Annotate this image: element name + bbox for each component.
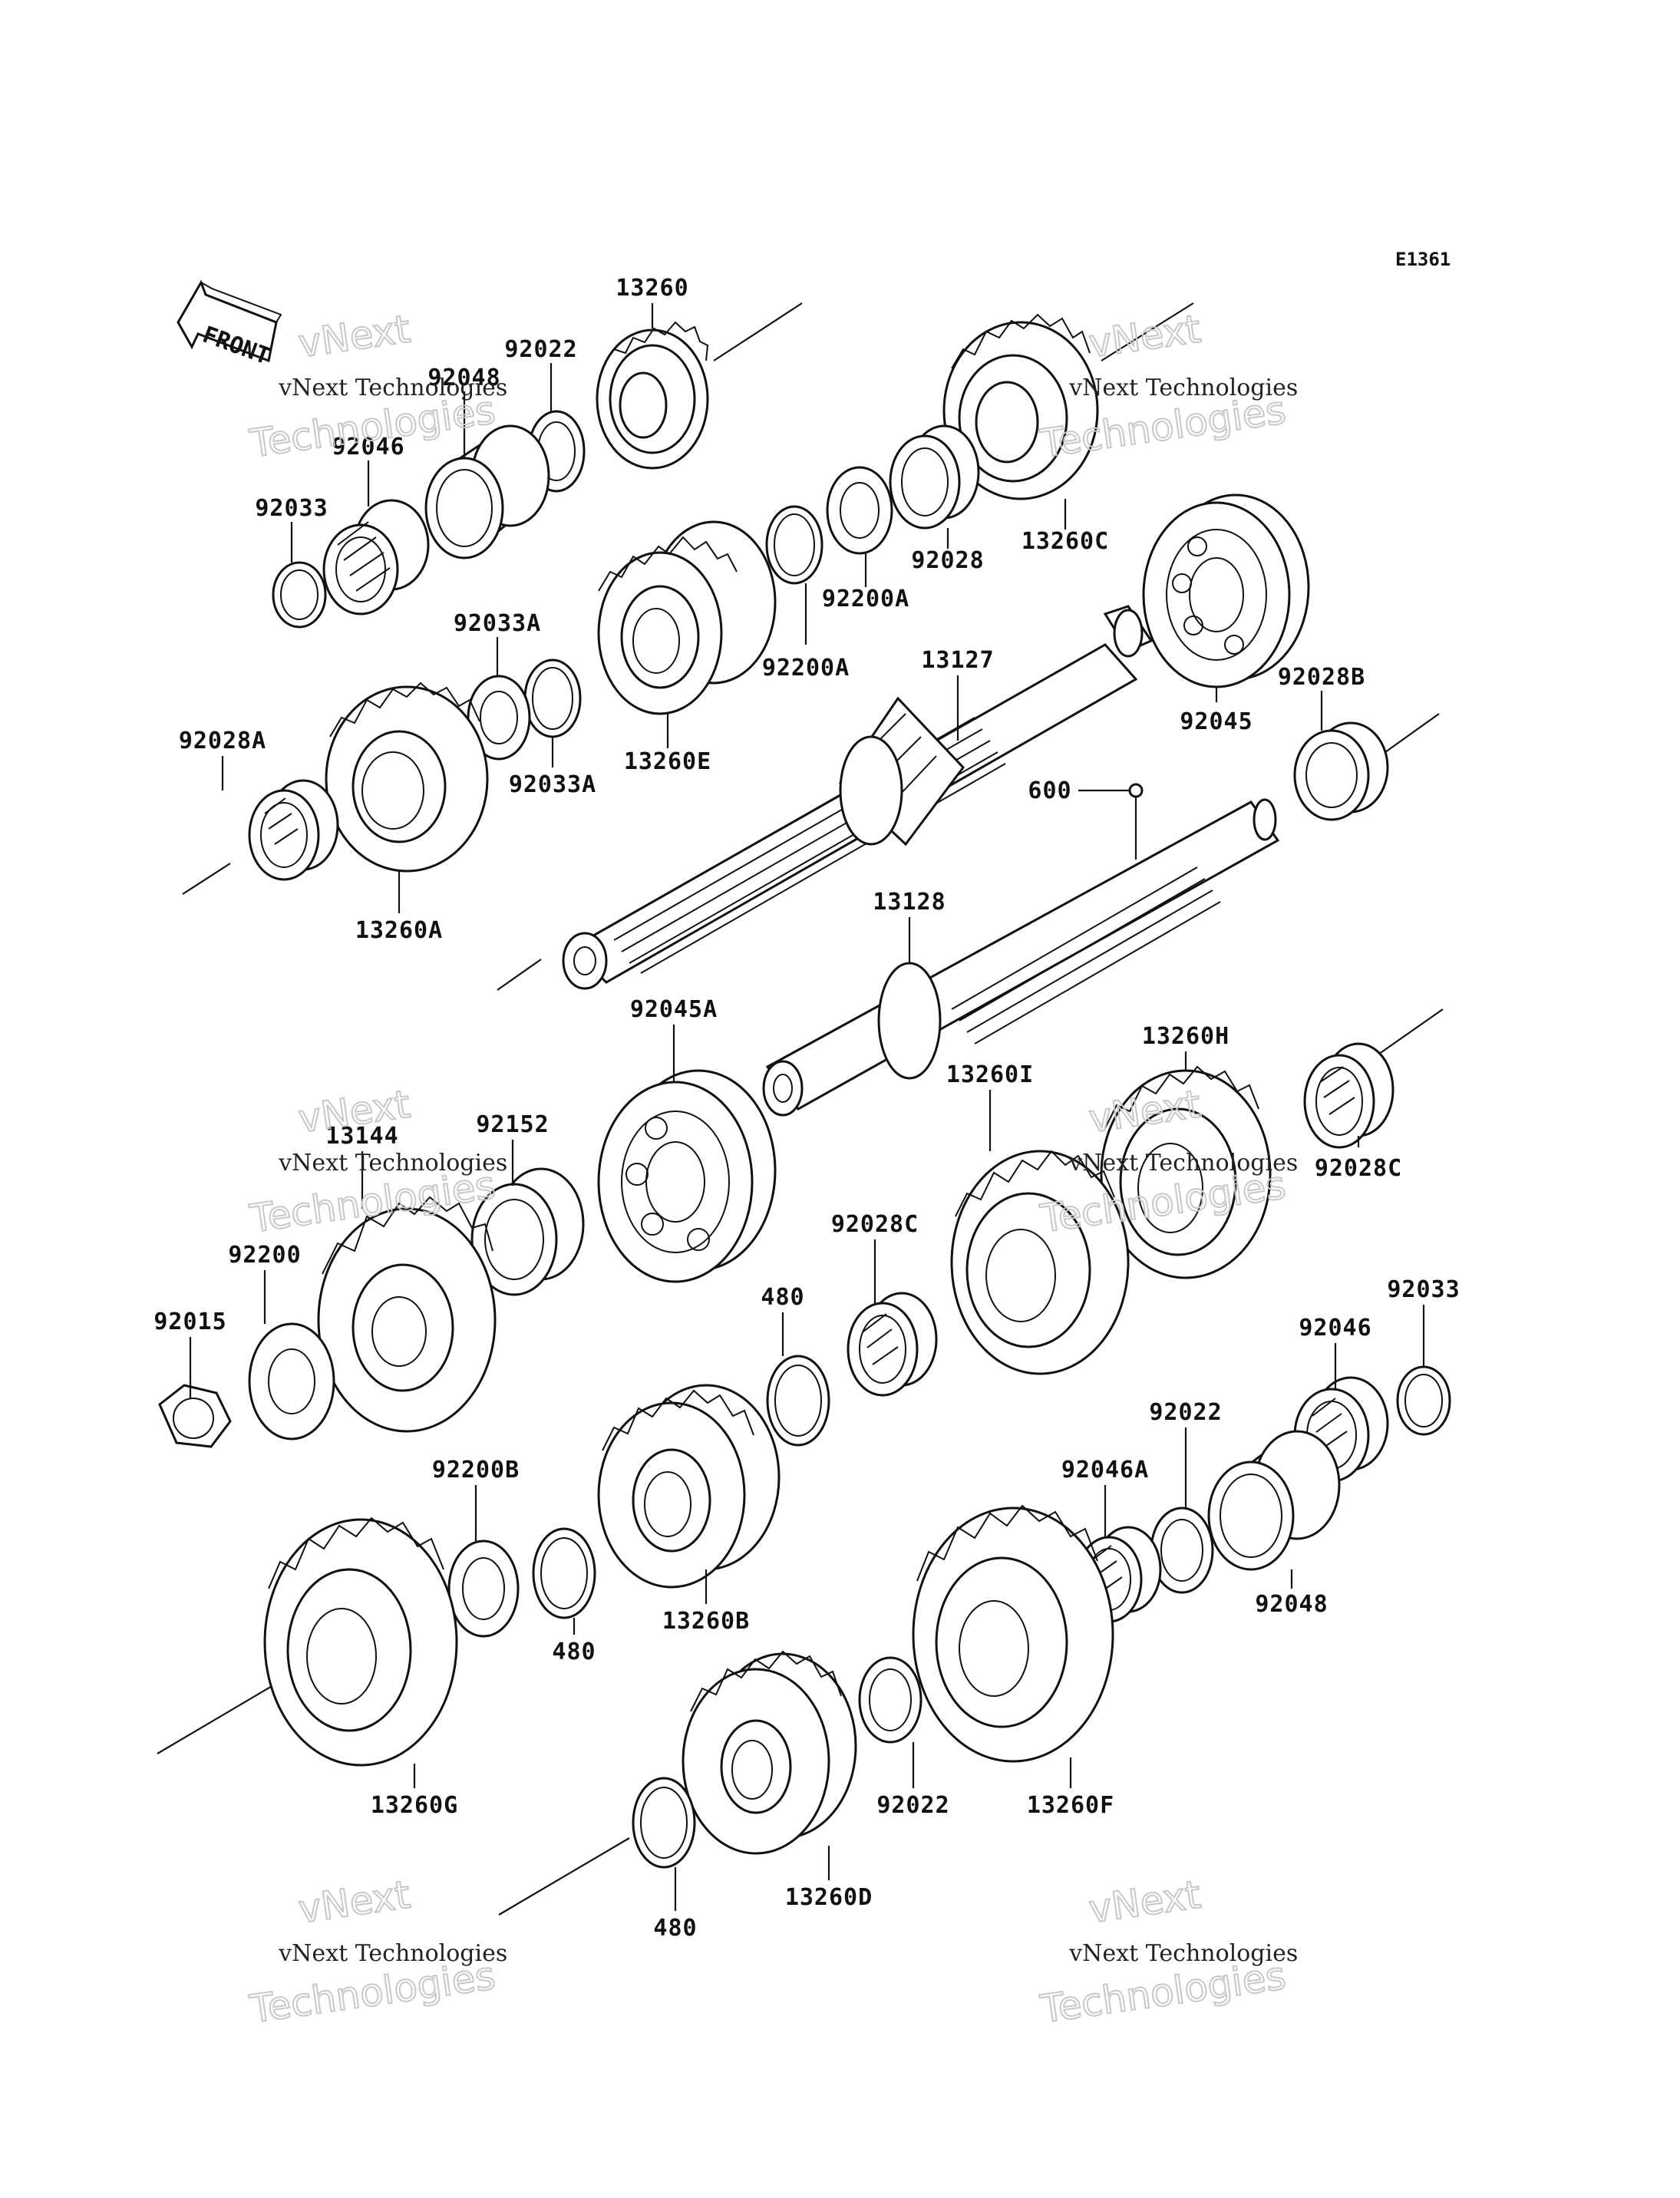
part-label: 92022	[876, 1792, 949, 1819]
part-label: 13260	[616, 275, 688, 302]
part-label: 13260B	[662, 1608, 750, 1635]
part-label: 92028C	[1315, 1155, 1402, 1182]
splined-washer-92200b	[447, 1540, 520, 1638]
gear-13260b	[597, 1384, 781, 1589]
part-label: 92028C	[831, 1211, 919, 1238]
part-label: 92028B	[1278, 664, 1365, 691]
part-label: 13260E	[624, 748, 711, 775]
ball-bearing-92045a	[597, 1069, 777, 1283]
circlip-92033a-right	[765, 505, 823, 585]
lock-washer-92200	[248, 1322, 335, 1441]
part-label: 13127	[921, 647, 994, 674]
circlip-480-middle	[766, 1355, 830, 1447]
circlip-92033-right	[1396, 1365, 1451, 1436]
needle-bearing-92028c-middle	[847, 1292, 938, 1397]
part-label: 13260H	[1142, 1023, 1229, 1050]
circlip-480-bottom	[632, 1777, 696, 1869]
part-labels: 13260 92022 92048 92046 92033 13260C 920…	[153, 275, 1460, 1942]
watermark-bottom-left: vNext vNext Technologies Technologies	[246, 1871, 508, 2032]
part-label: 480	[761, 1284, 804, 1311]
watermark-bottom-right: vNext vNext Technologies Technologies	[1037, 1871, 1299, 2032]
part-label: 92200B	[432, 1457, 520, 1483]
splined-washer-92200a-right	[826, 466, 893, 555]
watermark-text: vNext Technologies	[278, 1940, 507, 1967]
part-label: 13144	[325, 1123, 398, 1150]
part-label: 92046A	[1061, 1457, 1149, 1483]
gear-13260d	[682, 1650, 857, 1855]
gear-13260h	[1100, 1065, 1272, 1279]
leader-lines	[189, 303, 1425, 1911]
part-label: 92033A	[454, 610, 541, 637]
part-label: 92045	[1180, 708, 1253, 735]
part-label: 92033A	[509, 771, 596, 798]
shaft-13128	[762, 783, 1280, 1117]
part-label: 92048	[1255, 1591, 1328, 1618]
gear-13260a	[325, 682, 489, 873]
gear-13260e	[597, 520, 777, 715]
part-label: 92022	[504, 336, 577, 363]
part-label: 92200A	[822, 586, 909, 612]
part-label: 13260D	[785, 1884, 873, 1911]
washer-92022-bottom	[858, 1656, 923, 1744]
part-label: 92033	[255, 495, 328, 522]
part-label: 92028	[911, 547, 984, 574]
part-label: 92033	[1387, 1276, 1460, 1303]
watermark-text: vNext Technologies	[1068, 1940, 1298, 1967]
collar-92028b	[1293, 721, 1389, 821]
part-label: 600	[1028, 777, 1071, 804]
part-label: 13128	[873, 889, 946, 916]
part-label: 92048	[427, 365, 500, 391]
part-label: 13260I	[946, 1061, 1034, 1088]
circlip-92033a-left	[523, 658, 582, 738]
watermark-top-right: vNext vNext Technologies Technologies	[1037, 305, 1299, 467]
ball-bearing-92045	[1142, 493, 1310, 688]
part-label: 13260G	[371, 1792, 458, 1819]
part-label: 480	[552, 1639, 596, 1665]
watermark-text: vNext Technologies	[278, 1150, 507, 1177]
part-label: 92022	[1149, 1399, 1222, 1426]
gear-13260i	[950, 1150, 1130, 1375]
watermark-text: vNext Technologies	[1068, 375, 1298, 401]
collar-92048-right	[1207, 1430, 1341, 1571]
part-label: 92046	[1299, 1315, 1371, 1342]
part-label: 92015	[153, 1309, 226, 1335]
gear-13260	[596, 321, 709, 470]
part-label: 92045A	[630, 996, 718, 1023]
watermark-text: vNext Technologies	[278, 375, 507, 401]
gear-13260g	[263, 1516, 458, 1767]
needle-bearing-92028c-right	[1303, 1042, 1394, 1149]
watermark-mid-left: vNext vNext Technologies Technologies	[246, 1081, 508, 1242]
needle-bearing-92028a	[248, 779, 339, 881]
nut-92015	[158, 1384, 232, 1448]
diagram-code: E1361	[1395, 249, 1451, 270]
watermark-text: vNext	[1086, 1872, 1203, 1932]
watermark-text: vNext	[295, 1872, 413, 1932]
collar-92028-top	[889, 424, 980, 530]
circlip-480-left	[532, 1527, 596, 1619]
watermark-text: vNext	[295, 306, 413, 366]
sprocket-13144	[317, 1196, 497, 1433]
part-label: 13260A	[355, 917, 443, 944]
front-arrow-icon: FRONT	[177, 279, 282, 370]
part-label: 92046	[332, 434, 404, 460]
watermark-top-left: vNext vNext Technologies Technologies	[246, 305, 508, 467]
shaft-13127	[562, 605, 1154, 990]
part-label: 92200A	[762, 655, 850, 682]
collar-92048-top	[424, 424, 550, 559]
part-label: 92028A	[179, 728, 266, 754]
part-label: 480	[653, 1915, 697, 1942]
part-label: 92200	[228, 1242, 301, 1269]
gear-13260f	[912, 1504, 1114, 1763]
watermark-text: vNext	[1086, 306, 1203, 366]
collar-92152	[470, 1167, 585, 1296]
gear-13260c	[942, 313, 1099, 500]
part-label: 13260F	[1027, 1792, 1114, 1819]
part-label: 92152	[476, 1111, 549, 1138]
watermark-text: vNext Technologies	[1068, 1150, 1298, 1177]
needle-bearing-92046-top	[322, 499, 430, 616]
part-label: 13260C	[1022, 528, 1109, 555]
circlip-92033-top	[272, 561, 327, 629]
